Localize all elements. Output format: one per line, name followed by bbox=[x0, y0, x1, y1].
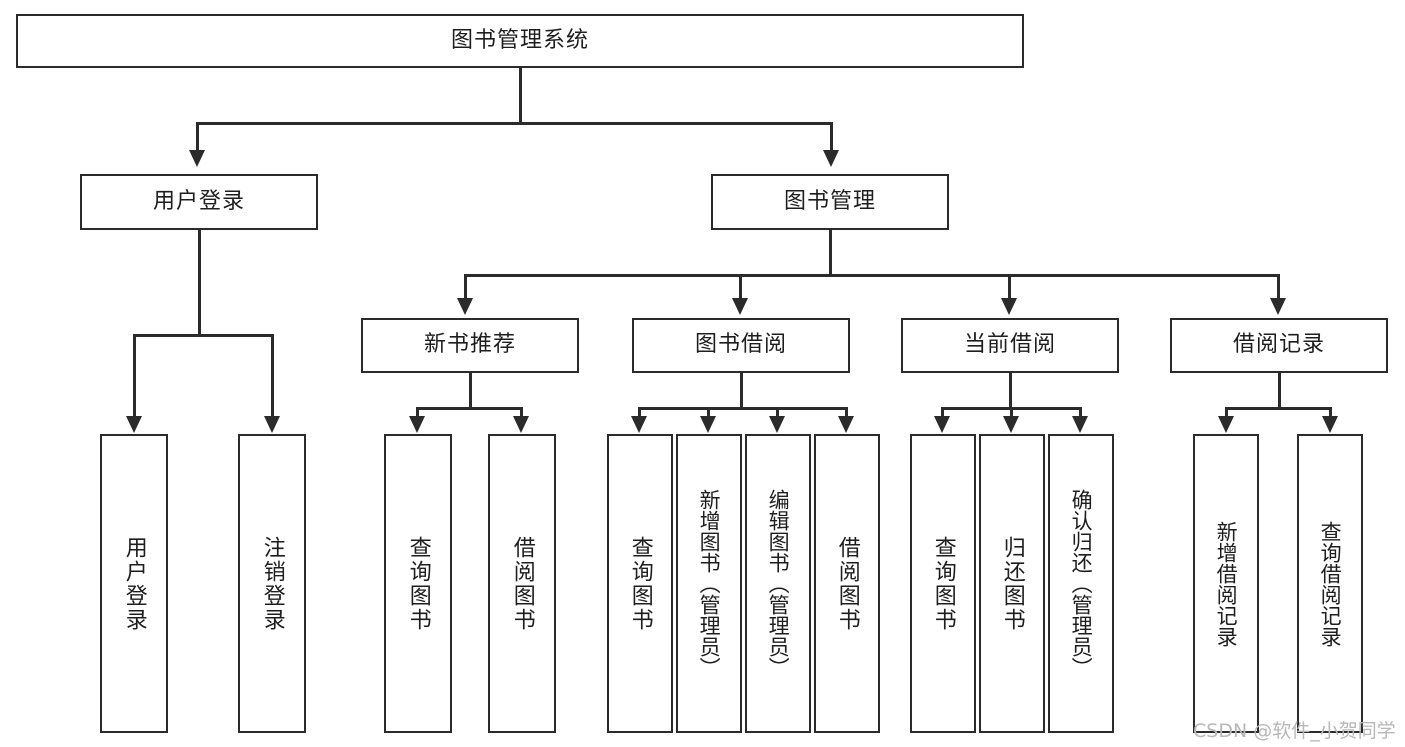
node-label: 借阅图书 bbox=[509, 535, 535, 632]
leaf-add-borrow-record[interactable]: 新增借阅记录 bbox=[1193, 434, 1259, 733]
edge-bookborrow-to-leaf3 bbox=[776, 407, 779, 419]
node-new-book-recommend[interactable]: 新书推荐 bbox=[361, 318, 579, 373]
node-label: 查询图书 bbox=[930, 535, 956, 632]
leaf-add-book-admin[interactable]: 新增图书（管理员） bbox=[676, 434, 742, 733]
edge-newbook-to-leaf2 bbox=[520, 407, 523, 419]
node-root-system[interactable]: 图书管理系统 bbox=[16, 14, 1024, 68]
edge-borrowrecord-stem bbox=[1278, 373, 1281, 409]
edge-bookborrow-to-leaf1 bbox=[638, 407, 641, 419]
edge-bookborrow-to-leaf4 bbox=[845, 407, 848, 419]
edge-bookmgmt-to-current bbox=[1008, 274, 1011, 300]
edge-userlogin-to-leaf2 bbox=[271, 334, 274, 418]
watermark-text: CSDN @软件_小贺同学 bbox=[1193, 720, 1396, 742]
node-label: 当前借阅 bbox=[963, 332, 1056, 358]
node-label: 用户登录 bbox=[121, 535, 147, 632]
node-label: 图书借阅 bbox=[694, 332, 787, 358]
edge-bookmgmt-stem bbox=[829, 230, 832, 276]
edge-root-stem bbox=[519, 68, 522, 124]
node-user-login[interactable]: 用户登录 bbox=[80, 174, 318, 230]
leaf-edit-book-admin[interactable]: 编辑图书（管理员） bbox=[745, 434, 811, 733]
edge-bookmgmt-to-borrow bbox=[739, 274, 742, 300]
arrow-borrowrecord-to-leaf2 bbox=[1322, 416, 1338, 433]
node-current-borrow[interactable]: 当前借阅 bbox=[901, 318, 1119, 373]
leaf-return-books[interactable]: 归还图书 bbox=[979, 434, 1045, 733]
edge-currentborrow-to-leaf1 bbox=[941, 407, 944, 419]
edge-root-bar bbox=[196, 122, 833, 125]
arrow-bookmgmt-to-current bbox=[1001, 298, 1017, 315]
leaf-query-books-recommend[interactable]: 查询图书 bbox=[384, 434, 452, 733]
node-label: 查询图书 bbox=[405, 535, 431, 632]
node-label: 新增借阅记录 bbox=[1214, 520, 1239, 647]
arrow-root-to-bookmgmt bbox=[823, 150, 839, 167]
node-label: 图书管理系统 bbox=[450, 27, 589, 53]
arrow-bookborrow-to-leaf1 bbox=[631, 416, 647, 433]
edge-currentborrow-to-leaf2 bbox=[1010, 407, 1013, 419]
edge-currentborrow-stem bbox=[1009, 373, 1012, 409]
leaf-user-login[interactable]: 用户登录 bbox=[100, 434, 168, 733]
watermark-csdn: CSDN @软件_小贺同学 bbox=[1193, 716, 1396, 743]
edge-newbook-bar bbox=[416, 407, 523, 410]
leaf-query-borrow-record[interactable]: 查询借阅记录 bbox=[1297, 434, 1363, 733]
node-label: 借阅记录 bbox=[1232, 332, 1325, 358]
arrow-bookborrow-to-leaf4 bbox=[838, 416, 854, 433]
arrow-bookborrow-to-leaf2 bbox=[700, 416, 716, 433]
arrow-bookmgmt-to-record bbox=[1270, 298, 1286, 315]
arrow-root-to-userlogin bbox=[189, 150, 205, 167]
node-label: 确认归还（管理员） bbox=[1069, 489, 1094, 678]
edge-newbook-to-leaf1 bbox=[416, 407, 419, 419]
leaf-borrow-books-recommend[interactable]: 借阅图书 bbox=[488, 434, 556, 733]
node-borrow-record[interactable]: 借阅记录 bbox=[1170, 318, 1388, 373]
arrow-userlogin-to-leaf2 bbox=[264, 416, 280, 433]
node-label: 查询图书 bbox=[627, 535, 653, 632]
arrow-newbook-to-leaf2 bbox=[513, 416, 529, 433]
node-label: 编辑图书（管理员） bbox=[766, 489, 791, 678]
edge-borrowrecord-bar bbox=[1225, 407, 1332, 410]
edge-bookborrow-to-leaf2 bbox=[707, 407, 710, 419]
node-label: 注销登录 bbox=[259, 535, 285, 632]
node-label: 新书推荐 bbox=[423, 332, 516, 358]
node-label: 查询借阅记录 bbox=[1318, 520, 1343, 647]
leaf-confirm-return-admin[interactable]: 确认归还（管理员） bbox=[1048, 434, 1114, 733]
node-label: 用户登录 bbox=[152, 188, 245, 214]
edge-bookborrow-bar bbox=[638, 407, 848, 410]
edge-userlogin-to-leaf1 bbox=[133, 334, 136, 418]
node-label: 借阅图书 bbox=[834, 535, 860, 632]
arrow-currentborrow-to-leaf3 bbox=[1072, 416, 1088, 433]
arrow-userlogin-to-leaf1 bbox=[126, 416, 142, 433]
leaf-borrow-books-borrow[interactable]: 借阅图书 bbox=[814, 434, 880, 733]
leaf-query-books-borrow[interactable]: 查询图书 bbox=[607, 434, 673, 733]
arrow-newbook-to-leaf1 bbox=[409, 416, 425, 433]
arrow-currentborrow-to-leaf1 bbox=[934, 416, 950, 433]
edge-root-to-bookmgmt bbox=[830, 122, 833, 152]
edge-currentborrow-to-leaf3 bbox=[1079, 407, 1082, 419]
node-book-management[interactable]: 图书管理 bbox=[711, 174, 949, 230]
arrow-bookmgmt-to-newbook bbox=[457, 298, 473, 315]
edge-bookmgmt-bar bbox=[464, 274, 1280, 277]
edge-bookmgmt-to-newbook bbox=[464, 274, 467, 300]
arrow-bookmgmt-to-borrow bbox=[732, 298, 748, 315]
edge-newbook-stem bbox=[469, 373, 472, 409]
node-label: 归还图书 bbox=[999, 535, 1025, 632]
leaf-query-books-current[interactable]: 查询图书 bbox=[910, 434, 976, 733]
edge-userlogin-stem bbox=[198, 230, 201, 336]
arrow-bookborrow-to-leaf3 bbox=[769, 416, 785, 433]
arrow-currentborrow-to-leaf2 bbox=[1003, 416, 1019, 433]
node-label: 新增图书（管理员） bbox=[697, 489, 722, 678]
edge-root-to-userlogin bbox=[196, 122, 199, 152]
edge-bookborrow-stem bbox=[740, 373, 743, 409]
arrow-borrowrecord-to-leaf1 bbox=[1218, 416, 1234, 433]
edge-userlogin-bar bbox=[133, 334, 274, 337]
node-label: 图书管理 bbox=[783, 188, 876, 214]
node-book-borrow[interactable]: 图书借阅 bbox=[632, 318, 850, 373]
edge-borrowrecord-to-leaf2 bbox=[1329, 407, 1332, 419]
leaf-logout[interactable]: 注销登录 bbox=[238, 434, 306, 733]
edge-borrowrecord-to-leaf1 bbox=[1225, 407, 1228, 419]
edge-bookmgmt-to-record bbox=[1277, 274, 1280, 300]
